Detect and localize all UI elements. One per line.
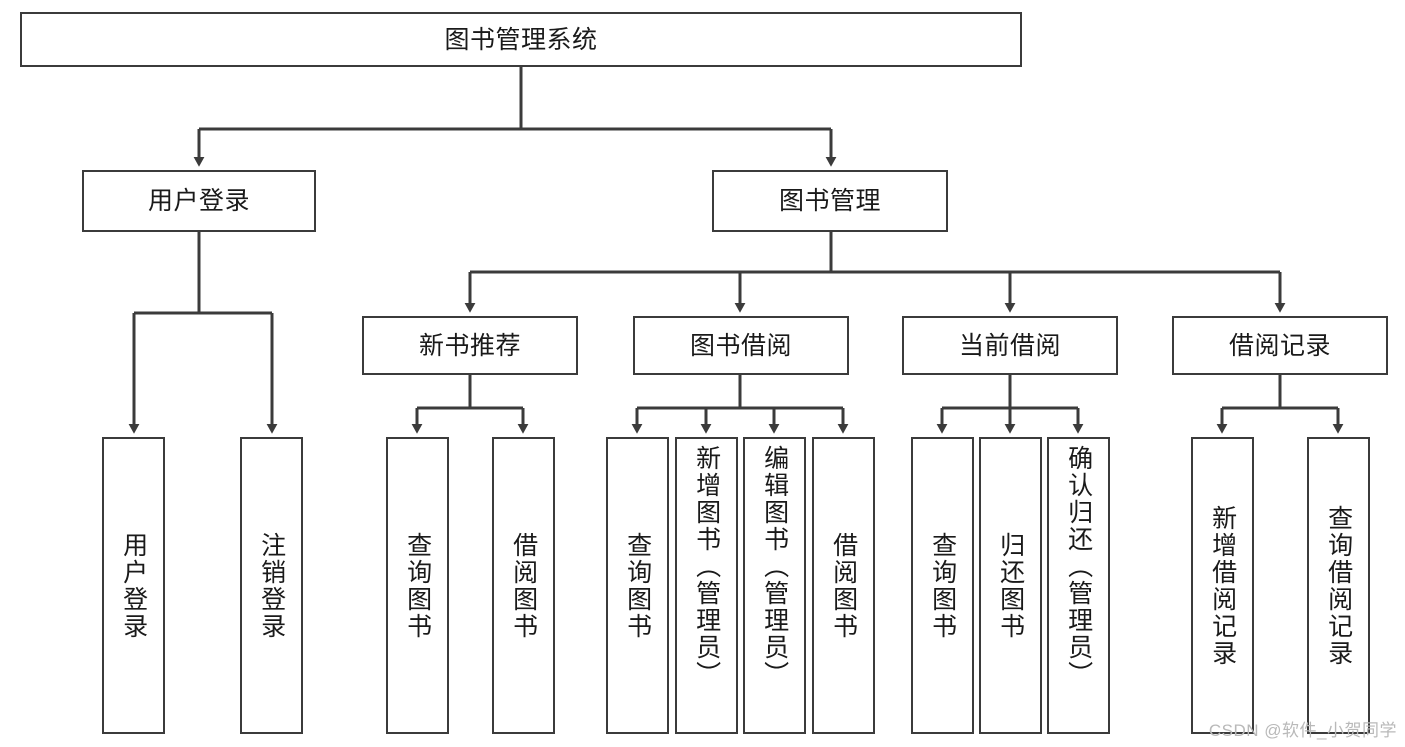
leaf-borrow-book-recommendation[interactable]: 借阅图书	[492, 437, 555, 734]
node-label: 借阅图书	[509, 531, 538, 640]
node-root-book-management-system[interactable]: 图书管理系统	[20, 12, 1022, 67]
node-label: 查询借阅记录	[1324, 504, 1353, 667]
node-label: 用户登录	[147, 187, 250, 215]
leaf-edit-book-admin[interactable]: 编辑图书（管理员）	[743, 437, 806, 734]
leaf-query-book-recommendation[interactable]: 查询图书	[386, 437, 449, 734]
node-book-borrow[interactable]: 图书借阅	[633, 316, 849, 375]
leaf-return-book[interactable]: 归还图书	[979, 437, 1042, 734]
node-label: 借阅记录	[1228, 331, 1331, 360]
leaf-query-book-borrow[interactable]: 查询图书	[606, 437, 669, 734]
node-current-borrow[interactable]: 当前借阅	[902, 316, 1118, 375]
node-label: 注销登录	[257, 531, 286, 640]
node-user-login[interactable]: 用户登录	[82, 170, 316, 232]
node-label: 新增借阅记录	[1208, 504, 1237, 667]
leaf-confirm-return-admin[interactable]: 确认归还（管理员）	[1047, 437, 1110, 734]
node-label: 确认归还（管理员）	[1064, 445, 1093, 688]
leaf-query-book-current[interactable]: 查询图书	[911, 437, 974, 734]
node-label: 查询图书	[928, 531, 957, 640]
node-label: 新增图书（管理员）	[692, 445, 721, 688]
leaf-add-book-admin[interactable]: 新增图书（管理员）	[675, 437, 738, 734]
leaf-borrow-book[interactable]: 借阅图书	[812, 437, 875, 734]
leaf-logout-login[interactable]: 注销登录	[240, 437, 303, 734]
leaf-user-login[interactable]: 用户登录	[102, 437, 165, 734]
node-label: 新书推荐	[418, 331, 521, 360]
node-label: 归还图书	[996, 531, 1025, 640]
leaf-query-borrow-record[interactable]: 查询借阅记录	[1307, 437, 1370, 734]
node-new-book-recommendation[interactable]: 新书推荐	[362, 316, 578, 375]
node-borrow-record[interactable]: 借阅记录	[1172, 316, 1388, 375]
node-label: 查询图书	[403, 531, 432, 640]
node-label: 编辑图书（管理员）	[760, 445, 789, 688]
leaf-add-borrow-record[interactable]: 新增借阅记录	[1191, 437, 1254, 734]
node-label: 查询图书	[623, 531, 652, 640]
watermark-text: CSDN @软件_小贺同学	[1208, 721, 1397, 740]
node-label: 图书管理	[778, 187, 881, 215]
node-label: 图书借阅	[689, 331, 792, 360]
node-label: 借阅图书	[829, 531, 858, 640]
node-book-management[interactable]: 图书管理	[712, 170, 948, 232]
node-label: 当前借阅	[958, 331, 1061, 360]
node-label: 用户登录	[119, 531, 148, 640]
node-label: 图书管理系统	[444, 25, 598, 54]
